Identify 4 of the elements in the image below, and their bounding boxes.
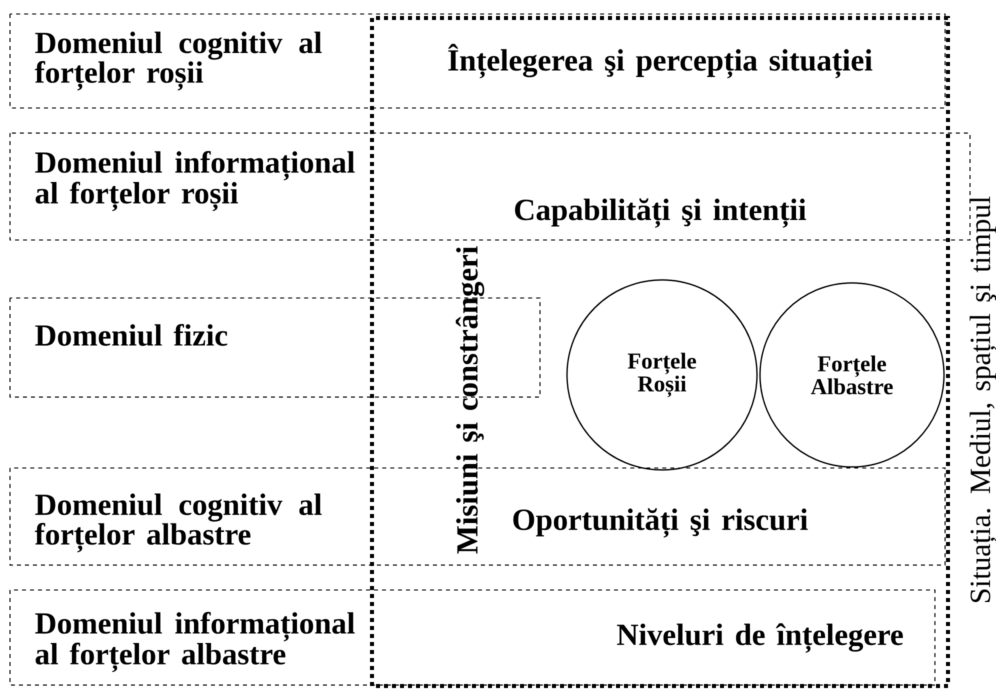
side-label: Situația. Mediul, spațiul şi timpul xyxy=(970,196,996,602)
domain-band: Domeniul cognitiv al forțelor roșii Înțelegerea şi percepția situației xyxy=(9,13,946,108)
domain-band: Domeniul informațional al forțelor albastre Niveluri de înțelegere xyxy=(9,589,936,686)
domain-band: Domeniul informațional al forțelor roșii Capabilități şi intenții xyxy=(9,132,971,240)
